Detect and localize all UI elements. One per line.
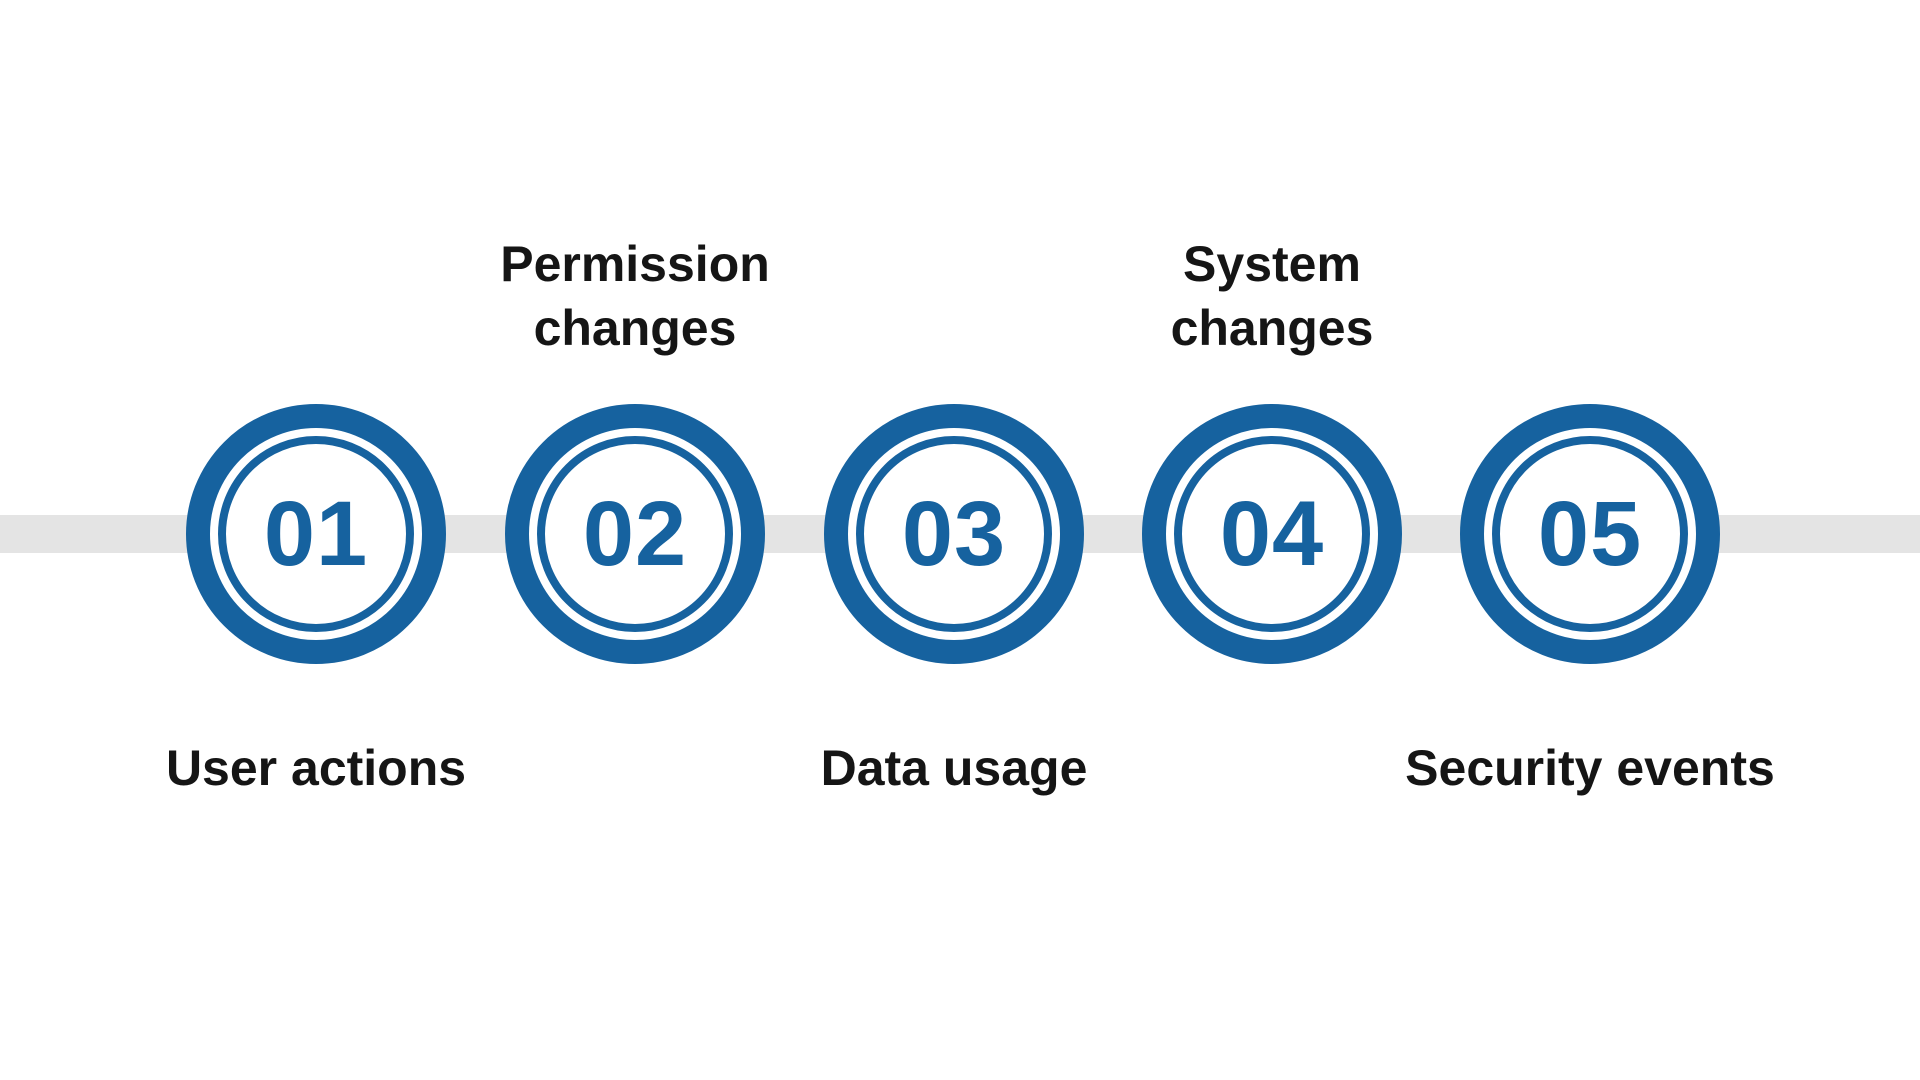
- step-circle-02: 02 Permission changes: [500, 236, 770, 664]
- step-inner-ring: 01: [218, 436, 414, 632]
- step-number: 03: [901, 483, 1007, 585]
- step-label: User actions: [165, 740, 467, 796]
- step-number: 04: [1219, 483, 1325, 585]
- step-label: Security events: [1405, 740, 1775, 796]
- step-circle-04: 04 System changes: [1142, 236, 1402, 664]
- step-inner-ring: 02: [537, 436, 733, 632]
- step-label: Data usage: [820, 740, 1088, 796]
- step-label: Permission changes: [500, 236, 770, 356]
- step-inner-ring: 05: [1492, 436, 1688, 632]
- step-inner-ring: 04: [1174, 436, 1370, 632]
- step-circle-01: 01 User actions: [166, 404, 466, 796]
- step-number: 01: [263, 483, 369, 585]
- step-number: 05: [1537, 483, 1643, 585]
- step-label: System changes: [1170, 236, 1374, 356]
- step-circle-05: 05 Security events: [1405, 404, 1775, 796]
- step-circle-03: 03 Data usage: [821, 404, 1087, 796]
- step-number: 02: [582, 483, 688, 585]
- step-inner-ring: 03: [856, 436, 1052, 632]
